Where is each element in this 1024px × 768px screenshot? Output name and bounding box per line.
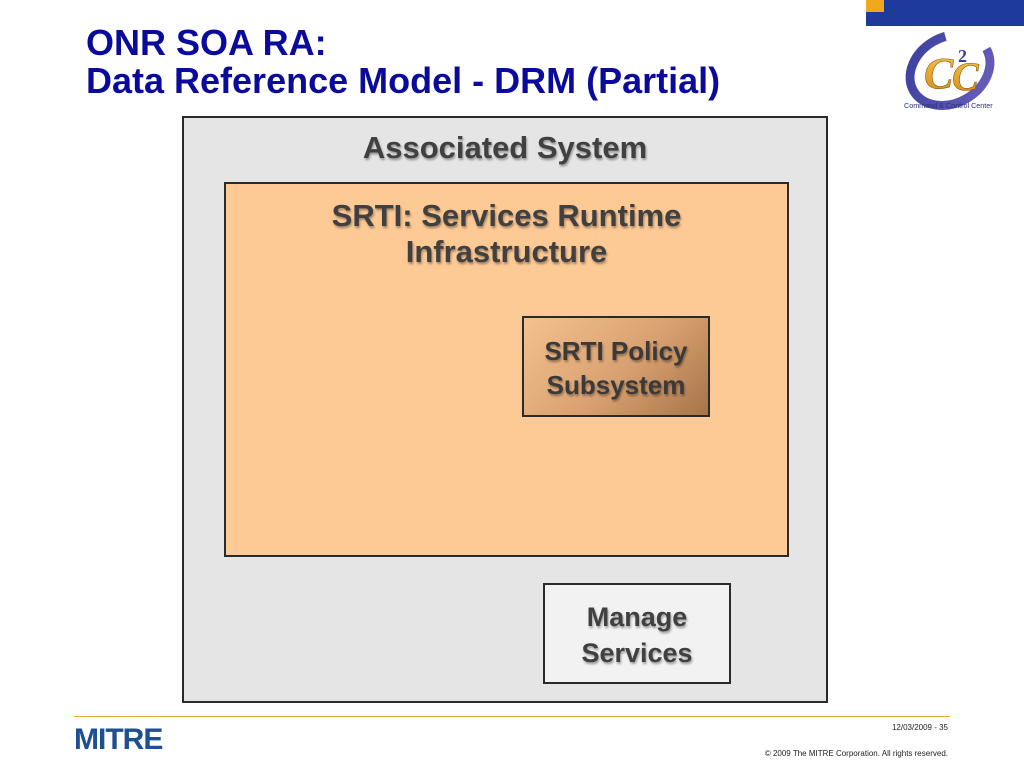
footer-date-page: 12/03/2009 - 35 bbox=[891, 723, 948, 732]
slide-title-line-1: ONR SOA RA: bbox=[86, 22, 327, 63]
policy-label-line-1: SRTI Policy bbox=[544, 336, 688, 366]
c2c-logo-letter-1: C bbox=[924, 49, 954, 98]
slide-title: ONR SOA RA: Data Reference Model - DRM (… bbox=[86, 24, 720, 100]
c2c-logo-letter-2: C bbox=[952, 54, 980, 99]
manage-label-line-1: Manage bbox=[586, 602, 688, 632]
srti-label-line-2: Infrastructure bbox=[405, 234, 608, 269]
slide-title-line-2: Data Reference Model - DRM (Partial) bbox=[86, 60, 721, 101]
header-accent-bar bbox=[866, 0, 884, 12]
srti-label-line-1: SRTI: Services Runtime bbox=[331, 198, 682, 233]
footer-divider bbox=[74, 716, 950, 717]
associated-system-label: Associated System bbox=[362, 130, 648, 165]
header-color-bar bbox=[866, 0, 1024, 26]
srti-policy-subsystem-label: SRTI Policy Subsystem bbox=[524, 334, 708, 402]
c2c-logo-superscript: 2 bbox=[958, 46, 967, 66]
srti-policy-subsystem-box: SRTI Policy Subsystem bbox=[522, 316, 710, 417]
c2c-logo: C 2 C Command & Control Center bbox=[904, 30, 995, 110]
mitre-logo: MITRE bbox=[74, 723, 163, 756]
policy-label-line-2: Subsystem bbox=[546, 370, 686, 400]
manage-services-box: Manage Services bbox=[543, 583, 731, 684]
srti-label: SRTI: Services Runtime Infrastructure bbox=[226, 198, 787, 270]
manage-services-label: Manage Services bbox=[545, 599, 729, 671]
footer-copyright: © 2009 The MITRE Corporation. All rights… bbox=[764, 749, 948, 758]
c2c-logo-caption: Command & Control Center bbox=[904, 101, 993, 110]
manage-label-line-2: Services bbox=[581, 638, 693, 668]
